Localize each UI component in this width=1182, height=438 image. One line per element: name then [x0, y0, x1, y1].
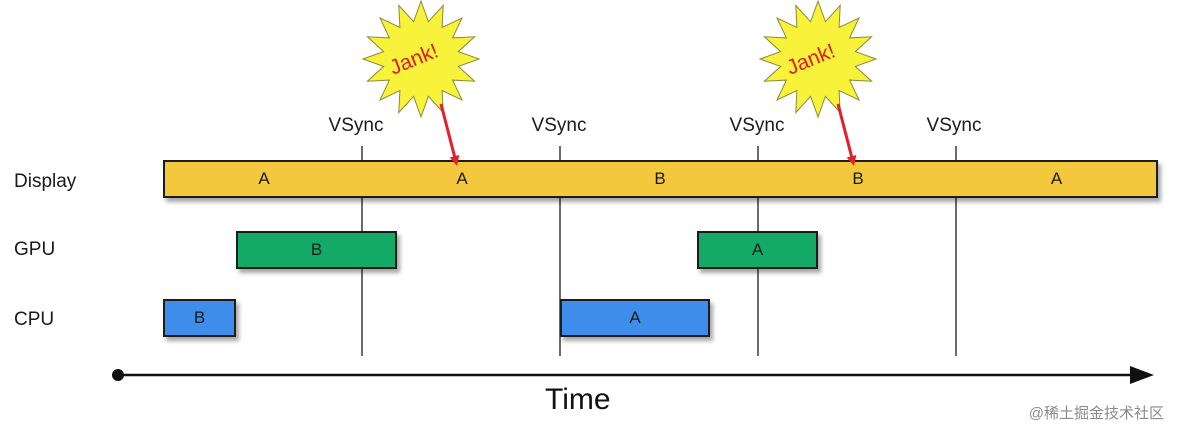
- row-label-gpu: GPU: [14, 239, 56, 260]
- display-bar: A A B B A: [163, 160, 1158, 198]
- display-frame-2: A: [456, 169, 468, 188]
- vsync-line-4: [955, 146, 957, 356]
- display-frame-3: B: [654, 169, 666, 188]
- cpu-frame-b: B: [163, 299, 236, 337]
- jank-burst-2: [758, 0, 878, 119]
- vsync-line-2: [559, 146, 561, 356]
- cpu-frame-a: A: [560, 299, 710, 337]
- vsync-label-4: VSync: [926, 115, 982, 136]
- watermark: @稀土掘金技术社区: [1028, 405, 1164, 422]
- gpu-frame-a: A: [697, 231, 818, 269]
- display-frame-5: A: [1050, 169, 1063, 188]
- display-frame-4: B: [852, 169, 864, 188]
- cpu-frame-b-label: B: [193, 308, 206, 327]
- vsync-label-1: VSync: [328, 115, 384, 136]
- row-label-display: Display: [14, 171, 77, 192]
- cpu-frame-a-label: A: [629, 308, 641, 327]
- gpu-frame-b-label: B: [310, 240, 323, 259]
- time-axis-arrowhead: [1130, 366, 1154, 384]
- jank-burst-1: [361, 0, 481, 119]
- jank-arrow-1: [439, 103, 460, 166]
- gpu-frame-a-label: A: [751, 240, 764, 259]
- row-label-cpu: CPU: [14, 309, 55, 330]
- vsync-label-2: VSync: [531, 115, 587, 136]
- vsync-label-3: VSync: [729, 115, 785, 136]
- jank-arrow-2: [836, 103, 857, 166]
- display-frame-1: A: [258, 169, 270, 188]
- gpu-frame-b: B: [236, 231, 397, 269]
- time-axis-label: Time: [545, 383, 611, 416]
- time-axis-origin-dot: [112, 369, 124, 381]
